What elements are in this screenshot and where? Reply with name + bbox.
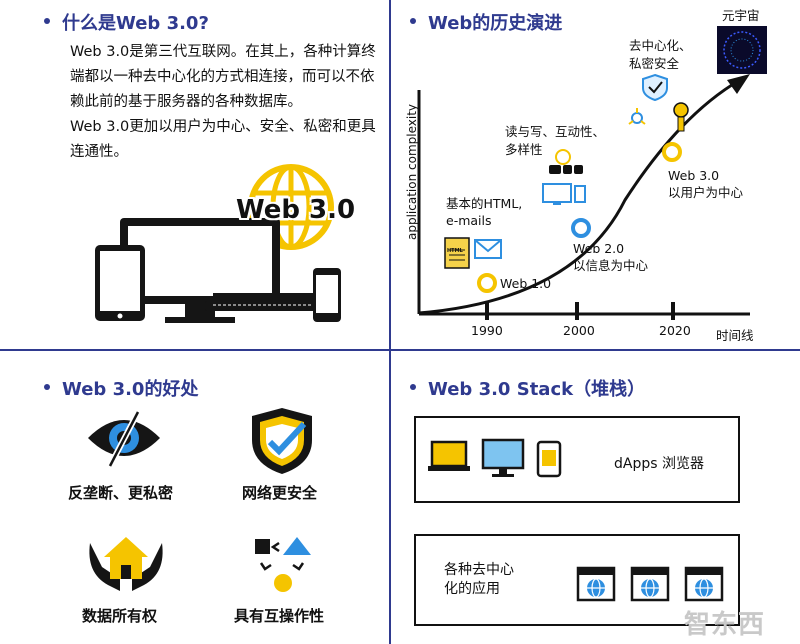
phone-icon <box>536 440 562 478</box>
security-icons <box>628 73 689 132</box>
web2-label: Web 2.0 <box>573 241 625 256</box>
monitor-icon <box>120 218 280 323</box>
browser-devices-icons <box>428 438 562 478</box>
web3-label: Web 3.0 <box>668 168 720 183</box>
shield-check-icon <box>252 408 312 474</box>
user-centric-paragraph: Web 3.0更加以用户为中心、安全、私密和更具连通性。 <box>70 119 376 160</box>
mail-icon <box>474 239 502 259</box>
section-heading-benefits: Web 3.0的好处 <box>44 375 198 401</box>
laptop-icon <box>428 440 470 471</box>
horizontal-divider <box>0 349 800 351</box>
section-heading-history: Web的历史演进 <box>410 9 562 35</box>
history-chart <box>417 26 767 320</box>
intro-paragraph: Web 3.0是第三代互联网。在其上，各种计算终端都以一种去中心化的方式相连接，… <box>70 44 376 110</box>
web1-node <box>477 273 497 293</box>
y-axis-label: application complexity <box>405 103 419 240</box>
watermark: 智东西 <box>684 610 766 640</box>
interoperability-icon <box>255 537 311 592</box>
html-document-icon <box>444 237 470 269</box>
metaverse-image <box>717 26 767 74</box>
curve-arrowhead <box>727 74 750 94</box>
decentral-note-line1: 去中心化、 <box>629 38 692 53</box>
dapps-browser-layer <box>414 416 740 503</box>
web3-sublabel: 以用户为中心 <box>668 185 744 200</box>
web3-logo-text: Web 3.0 <box>236 195 356 225</box>
app-window-globe-icon <box>576 566 616 602</box>
bullet-icon <box>410 384 416 390</box>
tick-label-2020: 2020 <box>659 323 691 338</box>
html-badge: HTML <box>447 248 463 254</box>
tick-label-1990: 1990 <box>471 323 503 338</box>
section-heading-what-is-web3: 什么是Web 3.0? <box>44 9 209 35</box>
benefit-antitrust-label: 反垄断、更私密 <box>68 484 174 502</box>
laptop-icon <box>205 293 329 311</box>
benefit-security-label: 网络更安全 <box>242 484 318 502</box>
bullet-icon <box>44 384 50 390</box>
decentral-note-line2: 私密安全 <box>629 56 680 71</box>
metaverse-label: 元宇宙 <box>722 8 760 23</box>
benefit-ownership-label: 数据所有权 <box>82 607 158 625</box>
web2-node <box>571 218 591 238</box>
app-window-globe-icon <box>630 566 670 602</box>
web3-node <box>662 142 682 162</box>
bullet-icon <box>44 18 50 24</box>
vertical-divider <box>389 0 391 644</box>
x-axis-label: 时间线 <box>716 328 754 343</box>
media-icons <box>542 149 586 205</box>
globe-icon <box>248 164 334 250</box>
web2-sublabel: 以信息为中心 <box>573 258 649 273</box>
rw-note-line2: 多样性 <box>505 142 543 157</box>
dapps-browser-label: dApps 浏览器 <box>614 456 704 472</box>
section-heading-stack: Web 3.0 Stack（堆栈） <box>410 375 645 401</box>
house-hands-icon <box>89 537 163 591</box>
html-note-line1: 基本的HTML, <box>446 196 523 211</box>
growth-curve <box>418 78 741 315</box>
html-note-line2: e-mails <box>446 213 492 228</box>
monitor-icon <box>481 438 525 477</box>
eye-slash-icon <box>88 410 160 468</box>
app-window-globe-icon <box>684 566 724 602</box>
rw-note-line1: 读与写、互动性、 <box>505 124 606 139</box>
phone-icon <box>313 268 341 322</box>
dapps-label-line1: 各种去中心 <box>444 562 514 578</box>
bullet-icon <box>410 18 416 24</box>
tick-label-2000: 2000 <box>563 323 595 338</box>
devices-illustration <box>95 164 341 323</box>
web1-label: Web 1.0 <box>500 276 552 291</box>
benefit-interop-label: 具有互操作性 <box>234 607 325 625</box>
app-window-icons <box>576 566 724 602</box>
dapps-label-line2: 化的应用 <box>444 581 500 597</box>
tablet-icon <box>95 245 145 321</box>
